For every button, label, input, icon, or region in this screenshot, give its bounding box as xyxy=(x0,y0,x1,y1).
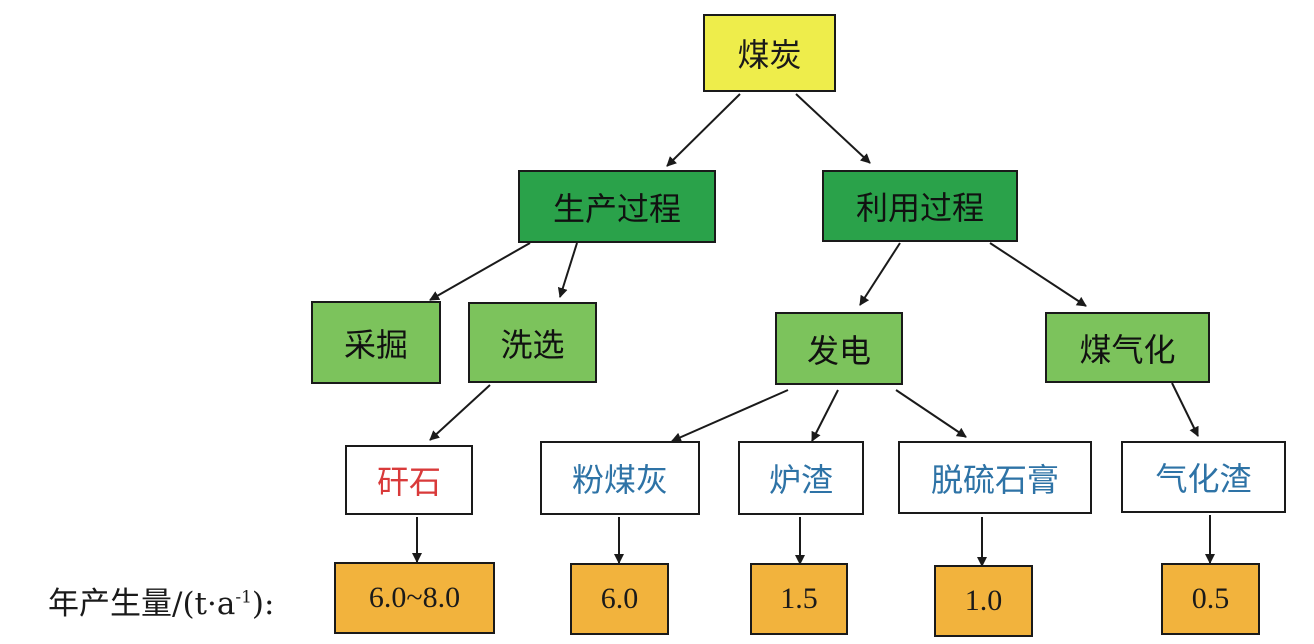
node-fly-ash: 粉煤灰 xyxy=(540,441,700,515)
arrow-power-gypsum xyxy=(895,389,967,438)
node-washing: 洗选 xyxy=(468,302,597,383)
node-power-generation: 发电 xyxy=(775,312,903,385)
arrow-washing-gangue xyxy=(429,384,491,441)
node-gasification-slag: 气化渣 xyxy=(1121,441,1286,513)
node-utilization-process: 利用过程 xyxy=(822,170,1018,242)
node-mining: 采掘 xyxy=(311,301,441,384)
arrow-power-flyash xyxy=(671,389,789,442)
arrow-production-washing xyxy=(557,242,578,298)
node-coal: 煤炭 xyxy=(703,14,836,92)
annual-production-label: 年产生量/(t·a-1): xyxy=(48,578,274,623)
node-coal-gangue: 矸石 xyxy=(345,445,473,515)
arrow-utilization-power xyxy=(859,242,901,306)
arrow-production-mining xyxy=(429,242,531,301)
value-fly-ash: 6.0 xyxy=(570,563,669,635)
node-desulfurization-gypsum: 脱硫石膏 xyxy=(898,441,1092,514)
annual-production-label-prefix: 年产生量/(t·a xyxy=(48,586,236,622)
arrow-utilization-gasification xyxy=(989,242,1087,307)
value-coal-gangue: 6.0~8.0 xyxy=(334,562,495,634)
annual-production-label-suffix: ): xyxy=(251,586,275,622)
value-furnace-slag: 1.5 xyxy=(750,563,848,635)
arrow-power-slag xyxy=(811,389,839,442)
arrow-gasification-gasslag xyxy=(1171,382,1199,437)
node-furnace-slag: 炉渣 xyxy=(738,441,864,515)
node-gasification: 煤气化 xyxy=(1045,312,1210,383)
arrow-coal-production xyxy=(666,93,741,167)
arrow-coal-utilization xyxy=(795,93,871,164)
value-gasification-slag: 0.5 xyxy=(1161,563,1260,635)
value-desulfurization-gypsum: 1.0 xyxy=(934,565,1033,637)
node-production-process: 生产过程 xyxy=(518,170,716,243)
annual-production-label-exponent: -1 xyxy=(235,587,252,608)
